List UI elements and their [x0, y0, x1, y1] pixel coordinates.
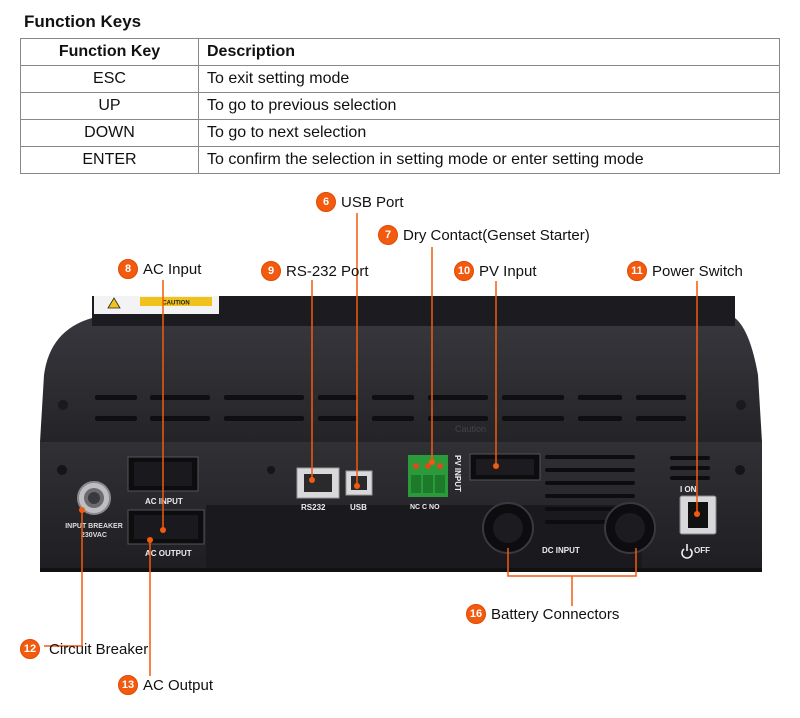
callout-label: Circuit Breaker [49, 640, 149, 658]
ac-output-label: AC OUTPUT [145, 549, 192, 558]
table-row: ESC To exit setting mode [20, 65, 780, 93]
callout-number-badge: 8 [118, 259, 138, 279]
callout-label: Dry Contact(Genset Starter) [403, 226, 590, 244]
pv-input-terminal [469, 453, 541, 481]
callout-label: AC Output [143, 676, 214, 694]
function-keys-table: Function Key Description ESC To exit set… [20, 38, 780, 174]
table-row: ENTER To confirm the selection in settin… [20, 146, 780, 174]
power-icon [681, 544, 693, 559]
column-header-description: Description [198, 38, 780, 66]
ac-output-terminal: AC OUTPUT [127, 509, 205, 558]
callout-pv-input: 10 PV Input [454, 261, 537, 281]
callout-number-badge: 12 [20, 639, 40, 659]
table-row: DOWN To go to next selection [20, 119, 780, 147]
table-header-row: Function Key Description [20, 38, 780, 66]
screw [267, 466, 275, 474]
rs232-port: RS232 [296, 467, 340, 512]
screw [735, 465, 745, 475]
screw [58, 400, 68, 410]
callout-power-switch: 11 Power Switch [627, 261, 743, 281]
ac-input-label: AC INPUT [145, 497, 183, 506]
callout-dots [79, 459, 700, 543]
caution-sticker: CAUTION [94, 296, 219, 314]
input-breaker-label: INPUT BREAKER [65, 523, 123, 530]
caution-label-lower: Caution [455, 424, 486, 434]
callout-label: AC Input [143, 260, 202, 278]
callout-label: PV Input [479, 262, 537, 280]
callout-number-badge: 9 [261, 261, 281, 281]
switch-off-label: OFF [694, 546, 710, 555]
dry-contact-terminal: NC C NO PV INPUT [408, 455, 462, 511]
callout-number-badge: 13 [118, 675, 138, 695]
input-breaker: INPUT BREAKER 230VAC [65, 481, 123, 539]
callout-label: Power Switch [652, 262, 743, 280]
callout-number-badge: 11 [627, 261, 647, 281]
breaker-rating-label: 230VAC [81, 532, 107, 539]
callout-lines [44, 213, 698, 676]
section-title: Function Keys [24, 12, 142, 31]
function-key-cell: ENTER [20, 146, 199, 174]
usb-label: USB [350, 503, 367, 512]
screw [57, 465, 67, 475]
description-cell: To exit setting mode [198, 65, 780, 93]
callout-label: USB Port [341, 193, 404, 211]
callout-label: RS-232 Port [286, 262, 369, 280]
callout-dry-contact: 7 Dry Contact(Genset Starter) [378, 225, 590, 245]
device-top-casing [40, 298, 762, 442]
callout-number-badge: 7 [378, 225, 398, 245]
callout-number-badge: 16 [466, 604, 486, 624]
pv-input-vertical-label: PV INPUT [453, 455, 462, 492]
function-key-cell: DOWN [20, 119, 199, 147]
battery-connector-positive [604, 502, 656, 554]
description-cell: To confirm the selection in setting mode… [198, 146, 780, 174]
dc-input-label: DC INPUT [542, 546, 580, 555]
rear-lower-plate [206, 505, 642, 568]
callout-label: Battery Connectors [491, 605, 620, 623]
callout-ac-output: 13 AC Output [118, 675, 213, 695]
callout-ac-input: 8 AC Input [118, 259, 201, 279]
callout-number-badge: 10 [454, 261, 474, 281]
screw [736, 400, 746, 410]
description-cell: To go to next selection [198, 119, 780, 147]
callout-usb-port: 6 USB Port [316, 192, 404, 212]
dry-contact-pin-labels: NC C NO [410, 504, 440, 511]
rs232-label: RS232 [301, 503, 326, 512]
callout-battery-connectors: 16 Battery Connectors [466, 604, 619, 624]
switch-on-label: I ON [680, 485, 697, 494]
callout-rs232-port: 9 RS-232 Port [261, 261, 369, 281]
top-vent-slots [95, 395, 686, 421]
device-bottom-edge [40, 568, 762, 572]
battery-connector-negative [482, 502, 534, 554]
function-key-cell: ESC [20, 65, 199, 93]
callout-number-badge: 6 [316, 192, 336, 212]
callout-circuit-breaker: 12 Circuit Breaker [20, 639, 148, 659]
column-header-function-key: Function Key [20, 38, 199, 66]
caution-text: CAUTION [162, 301, 189, 307]
